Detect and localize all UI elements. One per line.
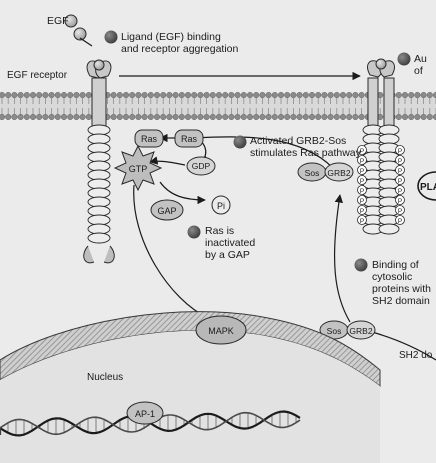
sos-top-label: Sos — [305, 168, 320, 178]
phosphate-label: P — [398, 198, 402, 205]
phosphate-label: P — [360, 188, 364, 195]
arrow-to-pi — [160, 182, 205, 200]
nuclear-envelope — [0, 312, 380, 463]
egf-ligand-bound — [94, 60, 104, 70]
arrow-gdp-gtp — [150, 161, 185, 165]
annotation-ras-inactivated: Ras is inactivated by a GAP — [205, 225, 255, 261]
phosphate-label: P — [360, 158, 364, 165]
arrow-egf-down — [80, 38, 92, 46]
egf-ligands — [65, 15, 104, 70]
pi-label: Pi — [217, 201, 225, 211]
phosphate-label: P — [360, 178, 364, 185]
annotation-autophosphorylation: Au of — [414, 53, 427, 77]
egf-receptor-left — [84, 61, 115, 263]
bullet-autophosphorylation — [398, 53, 411, 66]
bullet-ligand-binding — [105, 31, 118, 44]
grb2-bottom-label: GRB2 — [349, 326, 372, 336]
gap-label: GAP — [157, 206, 176, 216]
arrow-binding-to-grb2 — [335, 195, 350, 322]
gtp-label: GTP — [129, 164, 148, 174]
phosphate-label: P — [398, 208, 402, 215]
phosphate-label: P — [398, 158, 402, 165]
phosphate-label: P — [398, 188, 402, 195]
pi-node: Pi — [212, 196, 230, 214]
phosphate-label: P — [398, 178, 402, 185]
phosphate-label: P — [398, 148, 402, 155]
sos-bottom-label: Sos — [327, 326, 342, 336]
bullet-grb2-sos — [234, 136, 247, 149]
bullet-ras-inactivated — [188, 226, 201, 239]
phosphate-label: P — [360, 168, 364, 175]
bullet-sh2-binding — [355, 259, 368, 272]
annotation-ligand-binding: Ligand (EGF) binding and receptor aggreg… — [121, 31, 238, 55]
egf-label: EGF — [47, 15, 69, 27]
gap-node: GAP — [151, 200, 183, 220]
ras-left-node: Ras — [135, 130, 163, 147]
nucleus-label: Nucleus — [87, 372, 123, 384]
sh2-domain-label: SH2 do — [399, 350, 432, 362]
phosphate-label: P — [360, 208, 364, 215]
gtp-node: GTP — [115, 146, 161, 190]
pla-label: PLA — [420, 182, 436, 193]
annotation-sh2-binding: Binding of cytosolic proteins with SH2 d… — [372, 259, 431, 307]
mapk-label: MAPK — [208, 326, 234, 336]
egf-receptor-label: EGF receptor — [7, 70, 67, 82]
ras-right-node: Ras — [175, 130, 203, 147]
gdp-label: GDP — [192, 161, 211, 171]
ap1-node: AP-1 — [127, 402, 163, 424]
egf-receptor-dimer-right — [363, 59, 399, 234]
ras-right-label: Ras — [181, 134, 198, 144]
phosphate-label: P — [360, 218, 364, 225]
ras-left-label: Ras — [141, 134, 158, 144]
annotation-grb2-sos: Activated GRB2-Sos stimulates Ras pathwa… — [250, 135, 361, 159]
grb2-top-label: GRB2 — [327, 168, 350, 178]
phosphate-label: P — [398, 168, 402, 175]
sos-grb2-complex-top: Sos GRB2 — [298, 163, 353, 181]
mapk-node: MAPK — [196, 316, 246, 344]
phosphate-label: P — [398, 218, 402, 225]
pla-node: PLA — [418, 172, 436, 200]
gdp-node: GDP — [187, 157, 215, 175]
ap1-label: AP-1 — [135, 409, 155, 419]
phosphate-label: P — [360, 198, 364, 205]
